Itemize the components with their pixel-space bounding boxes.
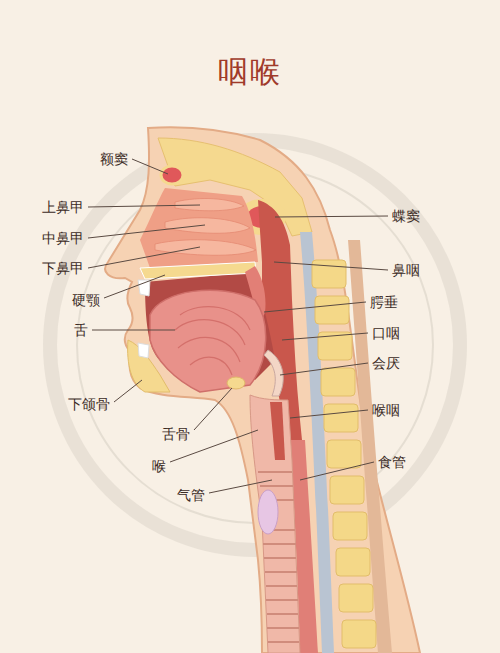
vertebrae <box>312 260 376 648</box>
vertebra <box>327 440 361 468</box>
hard-palate <box>140 262 256 279</box>
part-label: 下颌骨 <box>68 396 110 413</box>
part-label: 鼻咽 <box>392 262 420 279</box>
nasal-cavity <box>140 188 258 268</box>
part-label: 会厌 <box>372 355 400 372</box>
leader-line <box>209 480 272 493</box>
leader-line <box>88 247 200 268</box>
vertebra <box>330 476 364 504</box>
leader-line <box>300 462 374 480</box>
vertebra <box>315 296 349 324</box>
leader-line <box>282 333 368 340</box>
vertebra <box>339 584 373 612</box>
vertebra <box>321 368 355 396</box>
part-label: 喉咽 <box>372 402 400 419</box>
leader-line <box>114 380 142 402</box>
part-label: 下鼻甲 <box>42 260 84 277</box>
part-label: 食管 <box>378 454 406 471</box>
part-label: 舌骨 <box>162 426 190 443</box>
part-label: 蝶窦 <box>392 208 420 225</box>
hyoid-bone <box>227 377 245 389</box>
trachea-ring <box>267 613 298 615</box>
leader-line <box>88 225 205 238</box>
leader-line <box>132 159 168 174</box>
diagram-title: 咽喉 <box>0 52 500 93</box>
trachea-ring <box>268 641 299 643</box>
leader-line <box>88 205 200 207</box>
trachea-ring <box>264 557 296 559</box>
part-label: 中鼻甲 <box>42 230 84 247</box>
leader-line <box>275 216 388 217</box>
leader-line <box>280 363 368 375</box>
trachea-ring <box>266 599 298 601</box>
part-label: 腭垂 <box>370 294 398 311</box>
trachea-ring <box>260 485 293 487</box>
part-label: 气管 <box>177 487 205 504</box>
epiglottis <box>264 350 283 396</box>
tongue-muscle-line <box>190 357 232 375</box>
larynx-lumen <box>270 402 285 460</box>
frontal-sinus <box>161 166 183 184</box>
thyroid <box>258 490 278 534</box>
part-label: 口咽 <box>372 325 400 342</box>
vertebra <box>342 620 376 648</box>
leader-line <box>194 388 232 430</box>
part-label: 舌 <box>74 322 88 339</box>
trachea-ring <box>267 627 299 629</box>
mandible <box>128 340 170 392</box>
vertebra <box>312 260 346 288</box>
turbinate <box>165 218 250 234</box>
tongue-muscle-line <box>180 307 250 330</box>
part-label: 上鼻甲 <box>42 199 84 216</box>
vertebra <box>333 512 367 540</box>
trachea-ring <box>265 571 297 573</box>
vertebra <box>324 404 358 432</box>
leader-line <box>92 330 175 331</box>
trachea-ring <box>266 585 297 587</box>
tongue-muscle-line <box>175 320 245 345</box>
leader-line <box>290 410 368 418</box>
leader-line <box>264 302 366 312</box>
trachea-rings <box>258 472 299 642</box>
leader-line <box>274 262 388 270</box>
part-label: 喉 <box>152 458 166 475</box>
trachea-ring <box>263 543 296 545</box>
trachea-ring <box>258 471 292 473</box>
leader-lines <box>88 159 388 493</box>
part-label: 额窦 <box>100 151 128 168</box>
part-label: 硬颚 <box>72 292 100 309</box>
vertebra <box>336 548 370 576</box>
turbinate <box>175 199 244 211</box>
lower-tooth <box>138 343 149 358</box>
larynx-trachea <box>250 395 300 653</box>
skull-bone <box>158 138 312 236</box>
tongue <box>150 290 266 392</box>
tongue-muscle-line <box>178 337 240 362</box>
leader-line <box>104 275 165 298</box>
